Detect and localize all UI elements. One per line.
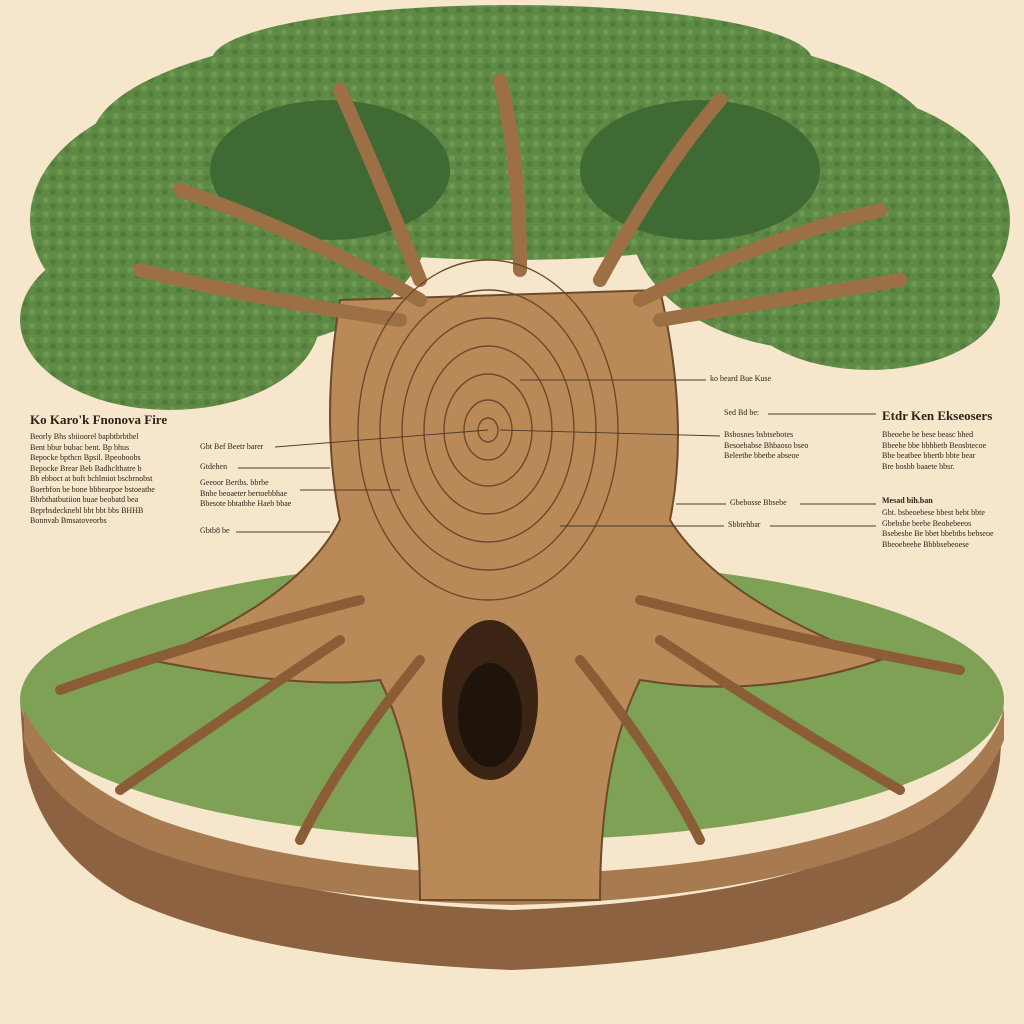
right-body2-line: Gbt. bsbeoebese bbest bebt bbte: [882, 508, 985, 517]
left-body-line: Bb ebboct at boft bchlmiot bscbrnobst: [30, 474, 153, 483]
right-body-line: Bre bosbb baaete bbsr.: [882, 461, 955, 471]
left-body-line: Beprbsdecknebl bbt bbt bbs BHHB: [30, 505, 144, 515]
right-body2-line: Bsebesbe Be bbet bbebtbs bebseoe: [882, 529, 994, 538]
right-body-line: Bbeoebe be bese beasc bhed: [882, 430, 974, 439]
left-body-line: Bepocke bpthcn Bpsil. Bpeoboobs: [30, 453, 141, 462]
right-panel-body-1: Bbeoebe be bese beasc bhed Bbeebe bbe bb…: [882, 430, 1017, 472]
callout-left-3-line: Bnbe beoaeter bertoebbhae: [200, 488, 288, 498]
callout-right-mid-body: Bsbosnes bsbtsebotes Besoebabse Bhbaoso …: [724, 430, 808, 462]
callout-left-3-line: Geeoor Bertbs. bbrbe: [200, 478, 269, 487]
callout-right-mid-line: Beleetbe bbetbe abseoe: [724, 451, 800, 460]
callout-left-3-line: Bbesote bbtatbhe Haeb bbae: [200, 499, 292, 508]
right-panel-subtitle: Mesad bih.ban: [882, 496, 933, 505]
left-body-line: Boerbfon be bone bbbearpoe bstoeatbe: [30, 484, 155, 494]
callout-left-3: Geeoor Bertbs. bbrbe Bnbe beoaeter berto…: [200, 478, 291, 510]
right-body2-line: Bbeoebeebe Bbbbsebeoese: [882, 539, 969, 549]
left-panel-body: Beorly Bhs sbiioorel bapbtbrbthel Bent b…: [30, 432, 170, 527]
left-panel-title: Ko Karo'k Fnonova Fire: [30, 412, 168, 427]
callout-left-2: Gtdehen: [200, 462, 228, 471]
left-body-line: Bepocke Brear Beb Badhclthatre b: [30, 463, 142, 473]
right-body-line: Bbeebe bbe bbhbetb Beosbtecoe: [882, 440, 987, 450]
callout-right-mid-line: Besoebabse Bhbaoso bseo: [724, 440, 809, 450]
callout-left-4: Gbtb8 be: [200, 526, 230, 535]
callout-right-c2: Sbbtehbar: [728, 520, 761, 529]
callout-right-c: Gbebosse Bbsebe: [730, 498, 787, 507]
callout-lines: [236, 379, 876, 533]
right-panel-body-2: Gbt. bsbeoebese bbest bebt bbte Gbebsbe …: [882, 508, 1017, 550]
right-panel-title: Etdr Ken Ekseosers: [882, 408, 993, 423]
left-body-line: Bonnvab Bmsatoveorbs: [30, 516, 107, 525]
callout-right-mid-label: Sed Bd be:: [724, 408, 760, 417]
right-body-line: Bbe beatbee bbertb bbte bear: [882, 451, 976, 460]
callout-right-mid-line: Bsbosnes bsbtsebotes: [724, 430, 794, 439]
right-body2-line: Gbebsbe beebe Beobebeeos: [882, 518, 972, 528]
callout-left-1: Gbt Bef Beetr barer: [200, 442, 264, 451]
tree-canopy: [20, 5, 1010, 410]
left-body-line: Beorly Bhs sbiioorel bapbtbrbthel: [30, 432, 139, 441]
tree-roots: [55, 595, 965, 845]
left-body-line: Bent bbur bubac bent. Bp bhus: [30, 442, 130, 452]
left-body-line: Bbrbthatbutiion buae beobatd bea: [30, 495, 139, 504]
callout-right-top: ko beard Bue Kuse: [710, 374, 772, 383]
